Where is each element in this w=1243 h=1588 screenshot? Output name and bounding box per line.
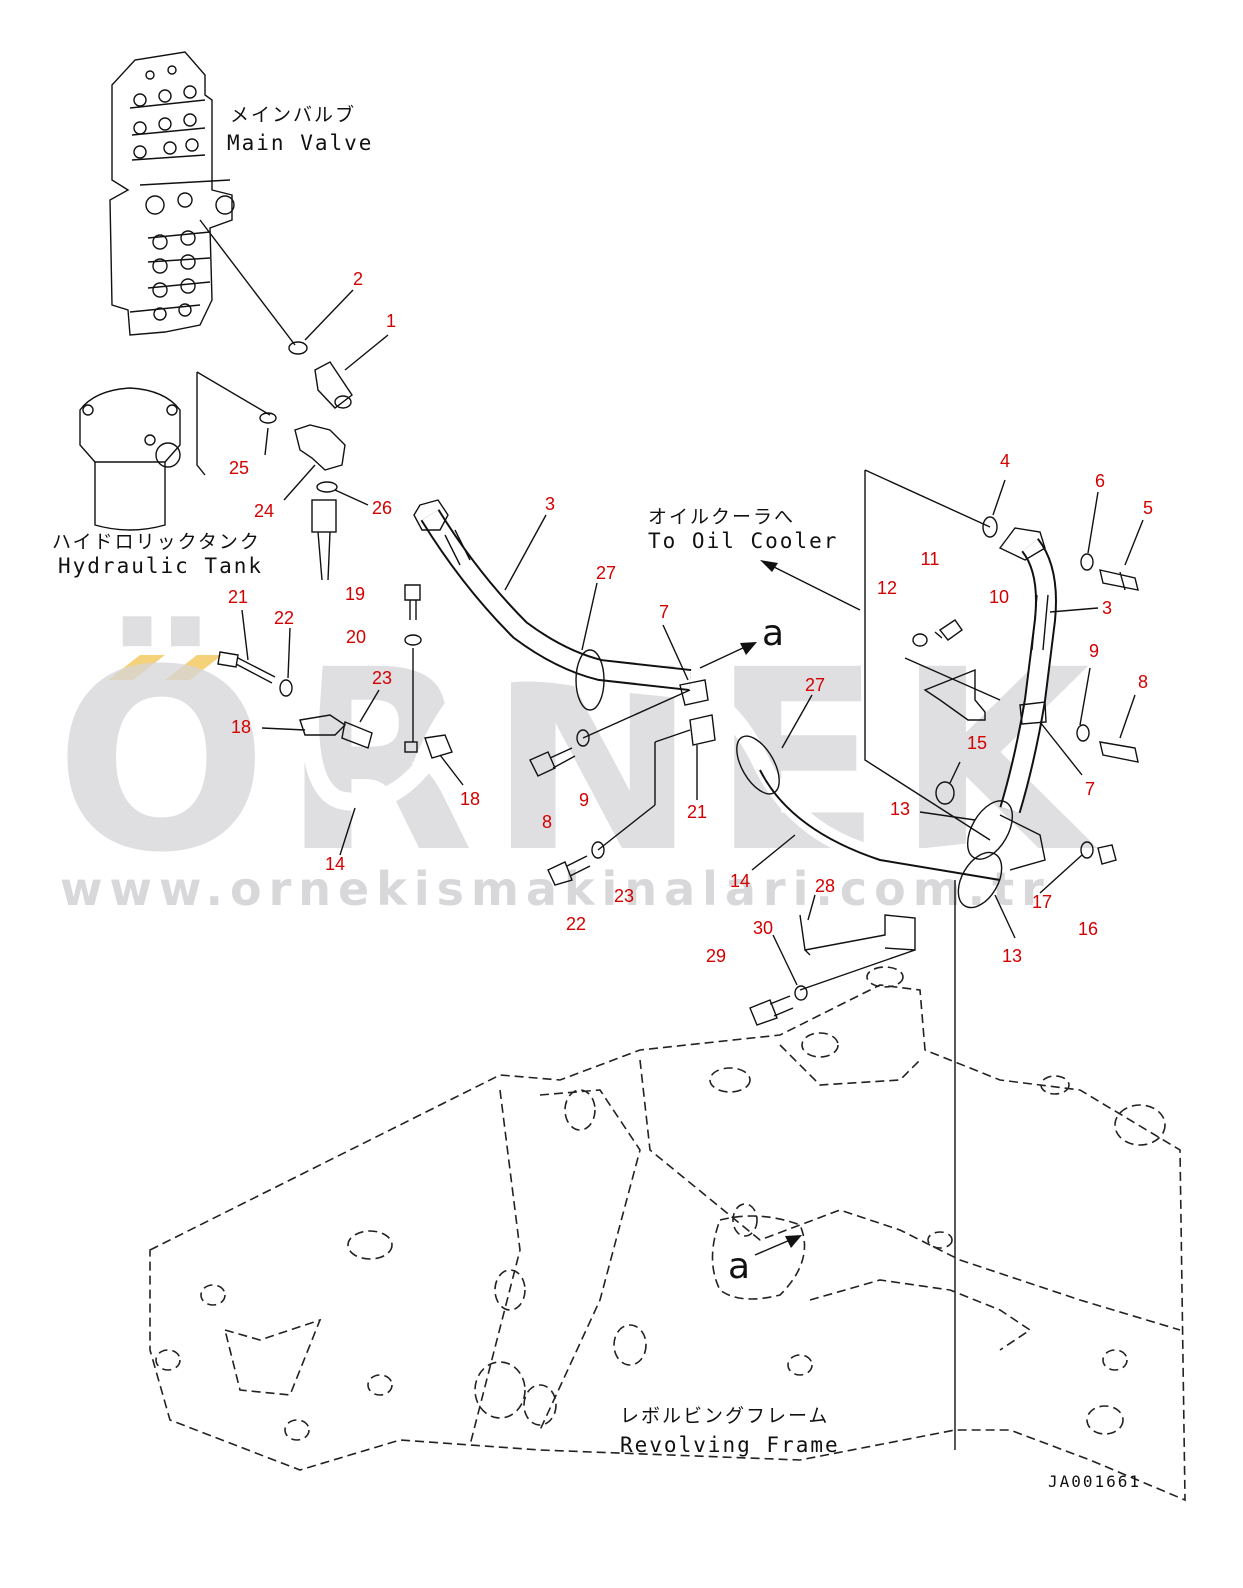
callout-17: 17 bbox=[1032, 892, 1052, 912]
callout-9-left: 9 bbox=[579, 790, 589, 810]
callout-27-left: 27 bbox=[596, 563, 616, 583]
callout-12: 12 bbox=[877, 578, 897, 598]
callout-28: 28 bbox=[815, 876, 835, 896]
o-ring-15 bbox=[935, 781, 955, 805]
washer-12 bbox=[912, 633, 928, 647]
callout-8-left: 8 bbox=[542, 812, 552, 832]
flange-13-lower bbox=[957, 851, 1003, 909]
callout-numbers: 1 2 3 3 4 5 6 7 7 8 8 9 9 10 11 12 13 13… bbox=[228, 269, 1153, 966]
revolving-frame-label-jp: レボルビングフレーム bbox=[620, 1405, 829, 1427]
callout-7-right: 7 bbox=[1085, 779, 1095, 799]
oil-cooler-label-en: To Oil Cooler bbox=[648, 529, 838, 553]
view-a-label-top: a bbox=[762, 613, 784, 654]
callout-5: 5 bbox=[1143, 498, 1153, 518]
callout-29: 29 bbox=[706, 946, 726, 966]
grommet-27-left bbox=[575, 649, 605, 711]
callout-30: 30 bbox=[753, 918, 773, 938]
main-valve-drawing: メインバルブ Main Valve bbox=[109, 51, 373, 336]
main-valve-label-jp: メインバルブ bbox=[230, 103, 356, 126]
watermark-accent-left bbox=[108, 655, 165, 680]
washer-17 bbox=[1080, 841, 1094, 859]
bracket-10 bbox=[923, 668, 986, 721]
clamp-21 bbox=[689, 714, 716, 746]
callout-11: 11 bbox=[921, 549, 940, 569]
washer-23 bbox=[591, 841, 605, 859]
callout-25: 25 bbox=[229, 458, 249, 478]
washer-22 bbox=[279, 679, 293, 697]
washer-9-right bbox=[1076, 724, 1090, 742]
callout-10: 10 bbox=[989, 587, 1009, 607]
callout-1: 1 bbox=[386, 311, 396, 331]
callout-4: 4 bbox=[1000, 451, 1010, 471]
hydraulic-tank-label-en: Hydraulic Tank bbox=[58, 554, 263, 578]
callout-7-top: 6 bbox=[1095, 471, 1105, 491]
callout-16: 16 bbox=[1078, 919, 1098, 939]
callout-26: 26 bbox=[372, 498, 392, 518]
hoses bbox=[299, 499, 1057, 909]
o-ring-26 bbox=[316, 481, 338, 493]
callout-24: 24 bbox=[254, 501, 274, 521]
callout-21-left: 21 bbox=[228, 587, 248, 607]
hydraulic-tank-drawing: ハイドロリックタンク Hydraulic Tank bbox=[52, 371, 271, 578]
watermark-accent-right bbox=[165, 655, 222, 680]
washer-6 bbox=[1080, 553, 1094, 571]
main-valve-label-en: Main Valve bbox=[227, 131, 373, 155]
callout-22-lower: 22 bbox=[566, 914, 586, 934]
callout-21-clamp: 21 bbox=[687, 802, 707, 822]
callout-2: 2 bbox=[353, 269, 363, 289]
callout-3-hose-top: 3 bbox=[545, 494, 555, 514]
connector-1 bbox=[314, 361, 353, 409]
callout-9-right: 9 bbox=[1089, 641, 1099, 661]
hydraulic-tank-label-jp: ハイドロリックタンク bbox=[52, 531, 261, 553]
callout-18-right: 18 bbox=[460, 789, 480, 809]
nut-16 bbox=[1097, 844, 1117, 865]
callout-23-spacer: 23 bbox=[372, 668, 392, 688]
callout-23-lower: 23 bbox=[614, 886, 634, 906]
oil-cooler-label-jp: オイルクーラへ bbox=[648, 506, 795, 528]
callout-7-clamp: 7 bbox=[659, 602, 669, 622]
callout-14-left: 14 bbox=[325, 854, 345, 874]
fittings-upper bbox=[199, 219, 353, 493]
drawing-code: JA001661 bbox=[1048, 1472, 1141, 1491]
o-ring-2 bbox=[288, 341, 308, 355]
clamp-18-left bbox=[299, 714, 347, 736]
callout-18-left: 18 bbox=[231, 717, 251, 737]
callout-15: 15 bbox=[967, 733, 987, 753]
washer-20 bbox=[404, 634, 422, 646]
hardware bbox=[217, 469, 1139, 1450]
revolving-frame-label-en: Revolving Frame bbox=[620, 1433, 840, 1457]
callout-3-hose-right: 3 bbox=[1102, 598, 1112, 618]
callout-27-right: 27 bbox=[805, 675, 825, 695]
callout-13-upper: 13 bbox=[890, 799, 910, 819]
washer-9-left bbox=[576, 729, 590, 747]
washer-30 bbox=[794, 985, 808, 1001]
elbow-24 bbox=[294, 424, 346, 471]
callout-13-lower: 13 bbox=[1002, 946, 1022, 966]
clamp-7 bbox=[679, 679, 709, 706]
grommet-27-right bbox=[736, 735, 780, 795]
callout-8-right: 8 bbox=[1138, 672, 1148, 692]
callout-leaders bbox=[241, 289, 1144, 986]
revolving-frame-drawing: a レボルビングフレーム Revolving Frame bbox=[149, 966, 1186, 1502]
o-ring-4 bbox=[982, 516, 998, 538]
view-a-label-bottom: a bbox=[728, 1246, 750, 1287]
clamp-18-right bbox=[424, 734, 453, 759]
callout-14-right: 14 bbox=[730, 871, 750, 891]
flange-13-upper bbox=[966, 800, 1014, 860]
callout-19: 19 bbox=[345, 584, 365, 604]
callout-22-left: 22 bbox=[274, 608, 294, 628]
o-ring-25 bbox=[259, 412, 277, 424]
watermark-url: www.ornekismakinalari.com.tr bbox=[60, 862, 1051, 916]
callout-20: 20 bbox=[346, 627, 366, 647]
